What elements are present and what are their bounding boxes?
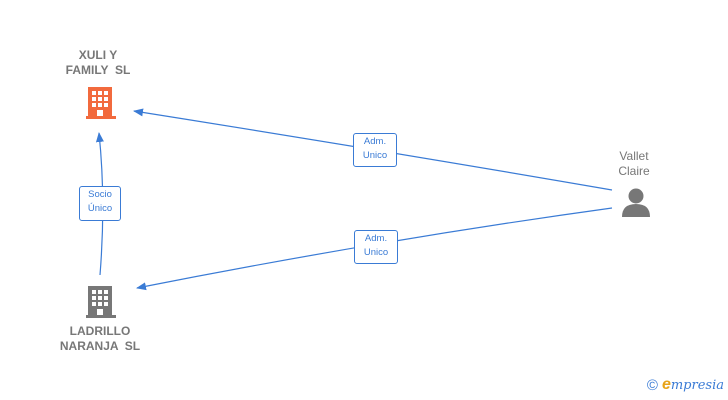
node-label-line: LADRILLO [69,324,131,338]
brand-wordmark-e: e [661,376,671,393]
edge-label-line: Unico [362,150,388,161]
person-icon[interactable] [622,188,650,218]
node-label-line: XULI Y [78,48,118,62]
brand-logo: © empresia [647,376,724,394]
building-icon[interactable] [86,286,116,318]
edge-label-line: Adm. [364,233,388,244]
edge-label-socio-unico: Socio Único [79,186,121,221]
node-label-vallet[interactable]: Vallet Claire [594,149,674,179]
node-label-ladrillo[interactable]: LADRILLO NARANJA SL [50,324,150,354]
node-label-xuli[interactable]: XULI Y FAMILY SL [48,48,148,78]
copyright-icon: © [646,376,658,394]
edge-label-line: Unico [363,247,389,258]
building-icon[interactable] [86,87,116,119]
edge-label-line: Adm. [363,136,387,147]
edge-label-adm-xuli: Adm. Unico [353,133,397,167]
node-label-line: Vallet [619,149,649,163]
node-label-line: Claire [618,164,650,178]
edge-label-line: Socio [88,189,112,200]
brand-wordmark: empresia [662,376,724,394]
edge-label-line: Único [87,203,113,214]
brand-wordmark-rest: mpresia [670,378,724,393]
edge-label-adm-ladrillo: Adm. Unico [354,230,398,264]
node-label-line: FAMILY SL [65,63,131,77]
node-label-line: NARANJA SL [59,339,141,353]
